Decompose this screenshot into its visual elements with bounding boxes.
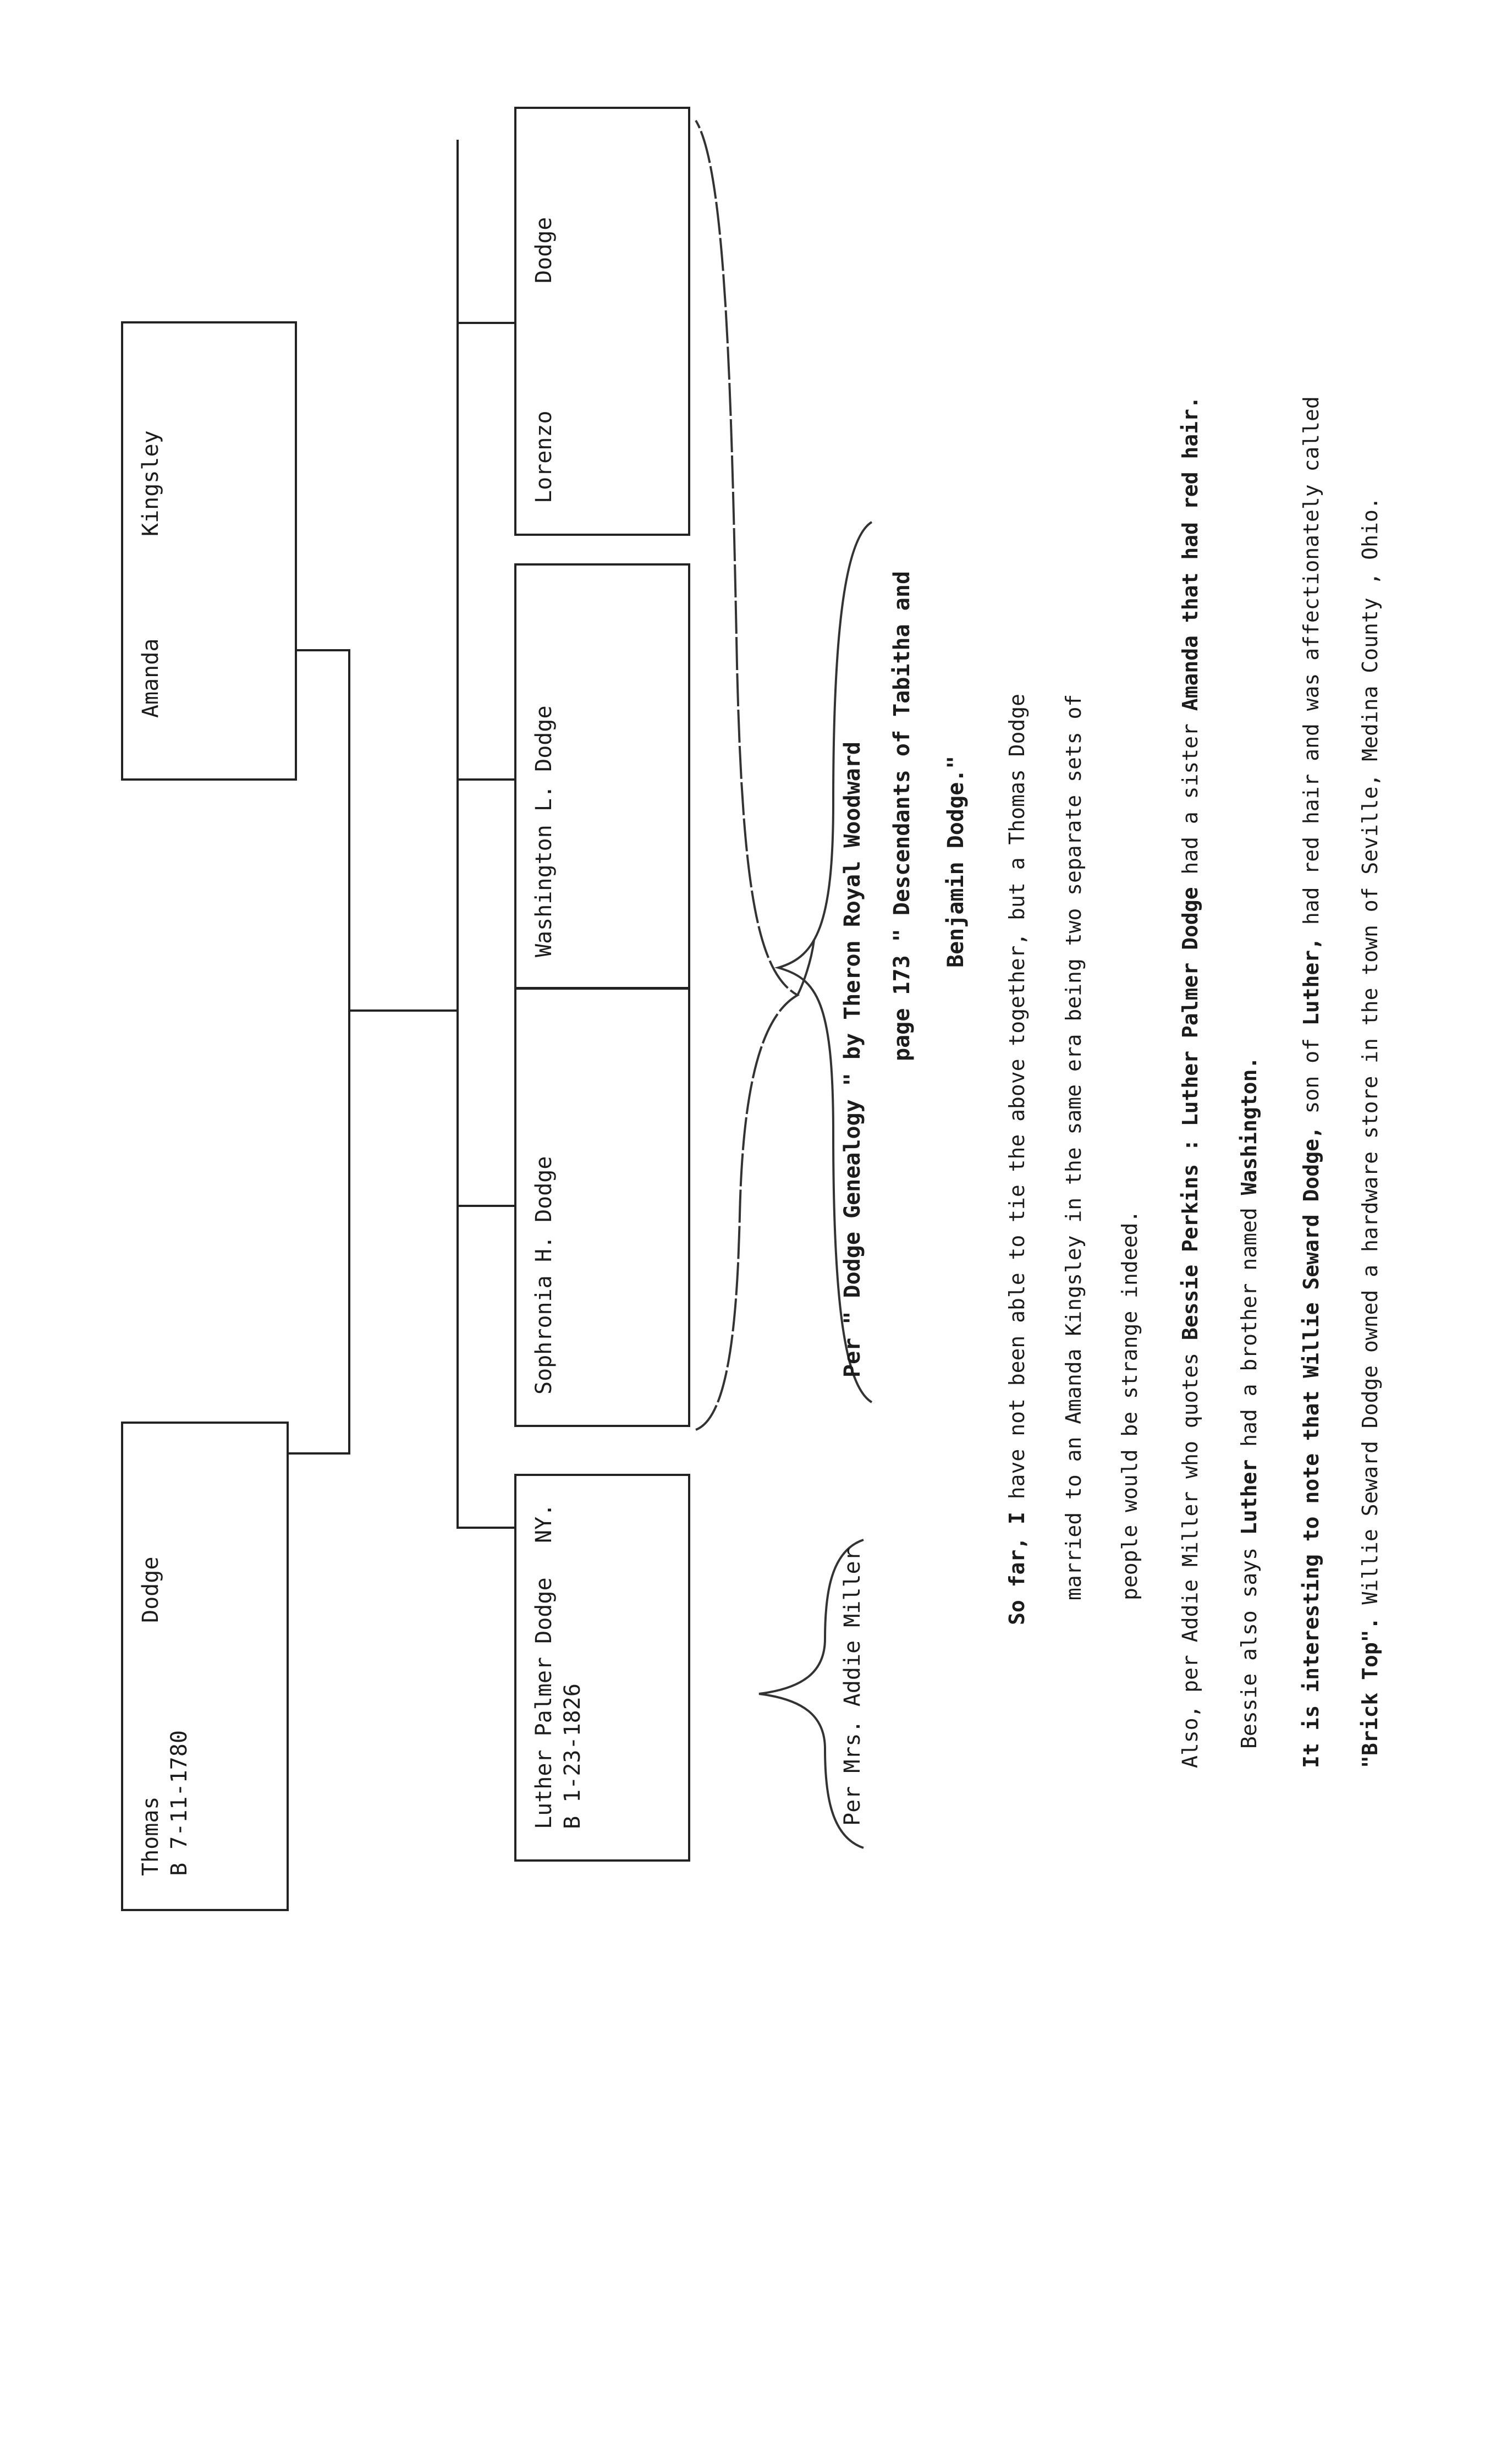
parent-connector-horizontal — [348, 651, 350, 1455]
note-p1-l1-c: have not been able to tie the above toge… — [1005, 694, 1029, 1512]
lorenzo-surname: Dodge — [531, 217, 557, 283]
note-p3-line-2: "Brick Top". Willie Seward Dodge owned a… — [1358, 497, 1382, 1768]
note-p2-l1-a: Also, per Addie Miller who quotes — [1178, 1340, 1202, 1768]
child-box-luther: Luther Palmer Dodge NY. B 1-23-1826 — [514, 1474, 690, 1862]
note-p2-l2-c: had a brother named — [1237, 1195, 1261, 1459]
child-box-lorenzo: Lorenzo Dodge — [514, 107, 690, 536]
note-p1-l2: married to an Amanda Kingsley in the sam… — [1062, 694, 1086, 1600]
luther-place: NY. — [531, 1503, 557, 1543]
child-drop-line-1 — [457, 1527, 514, 1529]
note-p1-line-3: people would be strange indeed. — [1118, 1210, 1142, 1600]
note-p2-l2-a: Bessie also says — [1237, 1535, 1261, 1749]
brace-genealogy-source — [774, 521, 873, 1403]
note-p1-line-1: So far, I have not been able to tie the … — [1005, 694, 1029, 1625]
note-p3-l2-a: "Brick Top". — [1358, 1617, 1382, 1768]
amanda-drop-line — [297, 649, 350, 651]
sophronia-name: Sophronia H. Dodge — [531, 1156, 557, 1395]
note-p2-l2-b: Luther — [1237, 1459, 1261, 1535]
note-p2-l1-d: Amanda — [1178, 635, 1202, 711]
note-p3-l1-e: had red hair and was affectionately call… — [1299, 396, 1323, 938]
children-connector-horizontal — [457, 140, 459, 1529]
thomas-birth-date: B 7-11-1780 — [167, 1730, 192, 1876]
note-p3-line-1: It is interesting to note that Willie Se… — [1299, 396, 1323, 1768]
source-addie-miller: Per Mrs. Addie Miller — [840, 1547, 865, 1826]
thomas-drop-line — [289, 1452, 350, 1455]
note-p2-line-1: Also, per Addie Miller who quotes Bessie… — [1178, 396, 1202, 1768]
note-p1-l1-a: So far, — [1005, 1524, 1029, 1625]
note-p2-l1-b: Bessie Perkins : Luther Palmer Dodge — [1178, 887, 1202, 1341]
note-p1-l3: people would be strange indeed. — [1118, 1210, 1142, 1600]
washington-name: Washington L. Dodge — [531, 705, 557, 957]
note-p2-l1-c: had a sister — [1178, 711, 1202, 887]
amanda-given-name: Amanda — [138, 638, 163, 718]
amanda-surname: Kingsley — [138, 430, 163, 536]
note-p1-line-2: married to an Amanda Kingsley in the sam… — [1062, 694, 1086, 1600]
note-p2-l2-d: Washington. — [1237, 1056, 1261, 1195]
trunk-line — [348, 1009, 458, 1012]
thomas-given-name: Thomas — [138, 1796, 163, 1876]
note-p3-l1-a: It is interesting to note that — [1299, 1378, 1323, 1768]
note-p3-l1-b: Willie Seward Dodge, — [1299, 1126, 1323, 1378]
child-box-sophronia: Sophronia H. Dodge — [514, 987, 690, 1427]
source-genealogy-line-2: page 173 " Descendants of Tabitha and — [889, 570, 915, 1061]
child-box-washington: Washington L. Dodge — [514, 563, 690, 990]
child-drop-line-4 — [457, 322, 514, 324]
note-p1-l1-b: I — [1005, 1512, 1029, 1524]
child-drop-line-3 — [457, 778, 514, 781]
brace-sophronia-to-lorenzo — [695, 119, 815, 1431]
source-genealogy-line-1: Per " Dodge Genealogy " by Theron Royal … — [840, 742, 865, 1378]
note-p2-l1-e: that had red hair. — [1178, 396, 1202, 635]
source-genealogy-line-3: Benjamin Dodge." — [943, 755, 969, 968]
note-p2-line-2: Bessie also says Luther had a brother na… — [1237, 1056, 1261, 1749]
thomas-surname: Dodge — [138, 1556, 163, 1623]
lorenzo-given-name: Lorenzo — [531, 410, 557, 503]
luther-name: Luther Palmer Dodge — [531, 1577, 557, 1829]
note-p3-l1-c: son of — [1299, 1025, 1323, 1127]
parent-box-thomas: Thomas Dodge B 7-11-1780 — [121, 1422, 289, 1911]
child-drop-line-2 — [457, 1205, 514, 1207]
parent-box-amanda: Amanda Kingsley — [121, 321, 297, 781]
note-p3-l1-d: Luther, — [1299, 937, 1323, 1026]
note-p3-l2-b: Willie Seward Dodge owned a hardware sto… — [1358, 497, 1382, 1617]
brace-addie-miller — [758, 1539, 864, 1849]
luther-birth-date: B 1-23-1826 — [560, 1683, 585, 1829]
